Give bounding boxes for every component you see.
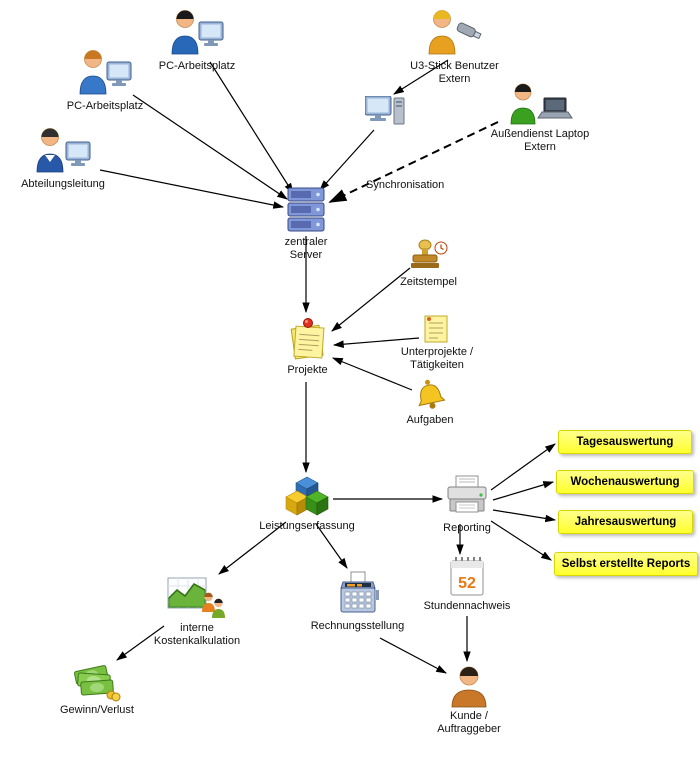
calendar-52-icon: 52 (450, 557, 484, 596)
edge-unterprojekte-projekte (332, 337, 420, 348)
node-leistungserfassung: Leistungserfassung (242, 474, 372, 533)
edge-aussendienst-server-sync (328, 121, 499, 203)
node-label: Zeitstempel (400, 276, 457, 288)
node-label: interne Kostenkalkulation (153, 622, 241, 647)
sync-edge-label: Synchronisation (366, 179, 445, 191)
node-label: Aufgaben (406, 414, 454, 426)
edge-rechnung-kunde (379, 637, 447, 674)
report-box-label: Tagesauswertung (576, 436, 674, 448)
report-box-selbst-erstellte-reports: Selbst erstellte Reports (554, 552, 698, 576)
node-interne-kostenkalkulation: interne Kostenkalkulation (132, 576, 262, 648)
stamp-clock-icon (410, 239, 447, 268)
node-label: Reporting (443, 522, 491, 534)
node-reporting: Reporting (407, 474, 527, 535)
edge-u3-externpc (393, 59, 449, 95)
node-kunde-auftraggeber: Kunde / Auftraggeber (409, 664, 529, 736)
node-pc-arbeitsplatz-2: PC-Arbeitsplatz (45, 46, 165, 113)
edge-reporting-tagesauswertung (490, 443, 556, 491)
cubes-icon (285, 476, 329, 516)
node-rechnungsstellung: Rechnungsstellung (295, 570, 420, 633)
edge-leistung-kostenkalkulation (218, 521, 287, 575)
edge-aufgaben-projekte (331, 357, 413, 391)
report-box-jahresauswertung: Jahresauswertung (558, 510, 693, 534)
edge-externpc-server (319, 129, 375, 191)
report-box-label: Wochenauswertung (570, 476, 680, 488)
user-workstation-icon (171, 10, 224, 55)
node-unterprojekte: Unterprojekte / Tätigkeiten (377, 314, 497, 372)
bell-icon (418, 379, 446, 409)
edge-zeitstempel-projekte (331, 267, 411, 332)
node-label: Stundennachweis (423, 600, 511, 612)
person-laptop-icon (510, 83, 573, 125)
node-label: Projekte (287, 364, 328, 376)
node-label: Abteilungsleitung (21, 178, 105, 190)
sticky-notes-pin-icon (290, 318, 324, 360)
chart-people-icon (167, 577, 225, 618)
node-label: Unterprojekte / Tätigkeiten (400, 346, 474, 371)
edge-reporting-selbstreports (490, 520, 552, 561)
node-label: Rechnungsstellung (310, 620, 405, 632)
node-label: PC-Arbeitsplatz (66, 100, 144, 112)
desktop-computer-icon (365, 96, 405, 125)
node-label: U3-Stick Benutzer Extern (410, 60, 499, 85)
node-stundennachweis: 52 Stundennachweis (407, 556, 527, 613)
node-label: Kunde / Auftraggeber (437, 710, 501, 735)
money-icon (74, 665, 121, 702)
node-zentraler-server: zentraler Server (246, 186, 366, 262)
report-box-label: Selbst erstellte Reports (561, 558, 691, 570)
node-gewinn-verlust: Gewinn/Verlust (37, 660, 157, 717)
edge-abteilungsleitung-server (99, 169, 285, 209)
person-icon (451, 666, 487, 708)
printer-icon (447, 475, 487, 513)
edge-reporting-jahresauswertung (492, 509, 557, 523)
node-label: PC-Arbeitsplatz (158, 60, 236, 72)
note-icon (424, 315, 448, 343)
edge-pc1-server (209, 61, 294, 194)
node-label: zentraler Server (284, 236, 328, 261)
node-u3-stick-benutzer: U3-Stick Benutzer Extern (392, 6, 517, 86)
person-usb-icon (428, 10, 482, 55)
manager-workstation-icon (36, 128, 91, 173)
report-box-wochenauswertung: Wochenauswertung (556, 470, 694, 494)
edge-leistung-rechnungsstellung (315, 523, 348, 569)
calendar-number: 52 (458, 575, 476, 592)
node-extern-computer (364, 96, 408, 130)
edge-kosten-gewinnverlust (116, 625, 165, 661)
report-box-tagesauswertung: Tagesauswertung (558, 430, 692, 454)
edge-reporting-wochenauswertung (492, 481, 555, 501)
node-abteilungsleitung: Abteilungsleitung (4, 124, 122, 191)
node-label: Gewinn/Verlust (60, 704, 134, 716)
server-icon (287, 187, 325, 232)
node-projekte: Projekte (250, 314, 365, 377)
edge-pc2-server (132, 94, 288, 200)
node-pc-arbeitsplatz-1: PC-Arbeitsplatz (137, 6, 257, 73)
node-label: Außendienst Laptop Extern (490, 128, 590, 153)
node-label: Leistungserfassung (259, 520, 355, 532)
node-zeitstempel: Zeitstempel (366, 238, 491, 289)
user-workstation-icon (79, 50, 132, 95)
node-aufgaben: Aufgaben (370, 376, 490, 427)
cash-register-icon (339, 571, 379, 613)
node-aussendienst-laptop: Außendienst Laptop Extern (475, 80, 605, 154)
report-box-label: Jahresauswertung (574, 516, 677, 528)
